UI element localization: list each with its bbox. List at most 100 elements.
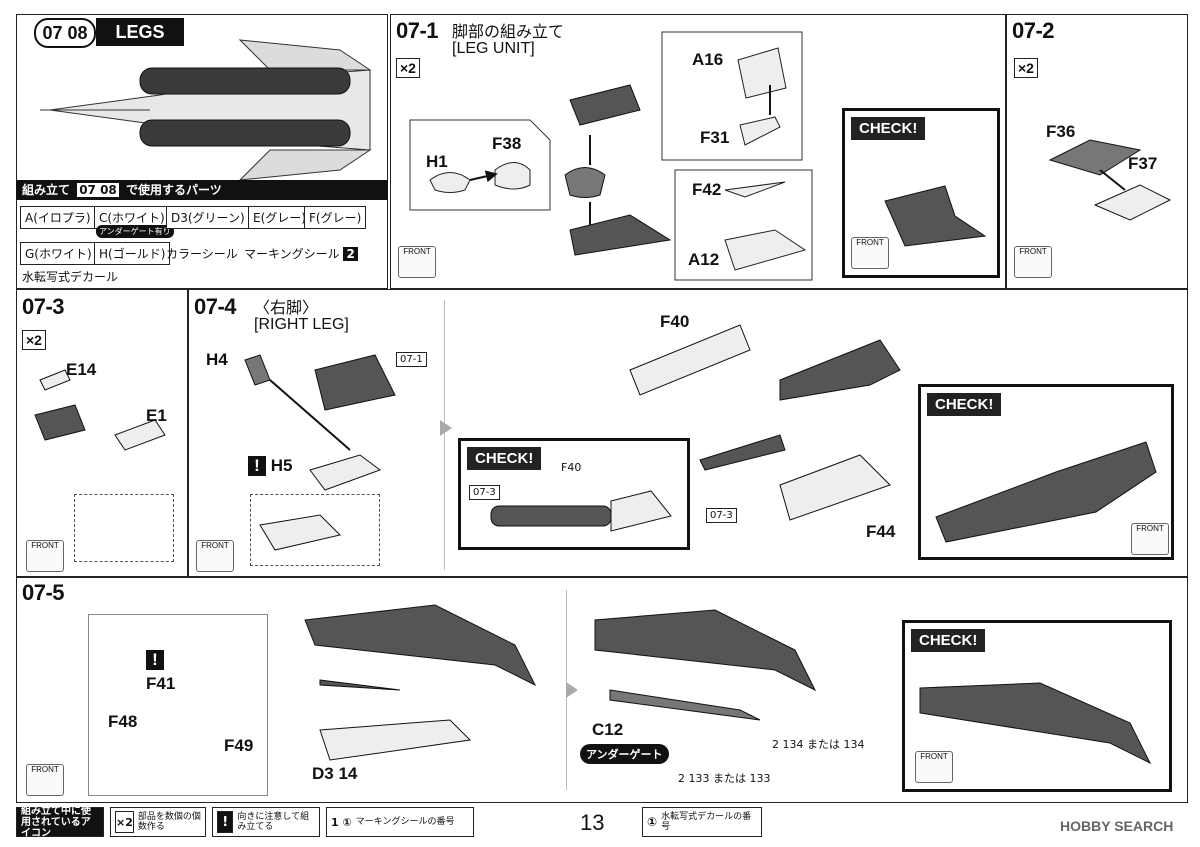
label-e14: E14 — [66, 360, 97, 379]
marking-seal-label: マーキングシール 2 — [244, 245, 358, 262]
front-label: FRONT — [920, 752, 948, 761]
x2-icon: ×2 — [115, 811, 134, 833]
label-f49: F49 — [224, 736, 254, 755]
front-indicator: FRONT — [1131, 523, 1169, 555]
label-f36: F36 — [1046, 122, 1076, 141]
label-a12: A12 — [688, 250, 720, 269]
step-07-5-assembly-diagram — [304, 604, 537, 761]
check-illustration — [935, 441, 1157, 543]
check-illustration — [919, 682, 1152, 765]
label-f38: F38 — [492, 134, 522, 153]
step-07-2-multiplier: ×2 — [1014, 58, 1038, 78]
detail-callout-07-3 — [74, 494, 174, 562]
detail-callout-07-4 — [250, 494, 380, 566]
label-e1: E1 — [146, 406, 167, 425]
check-ref-07-3: 07-3 — [469, 485, 500, 500]
front-indicator: FRONT — [26, 764, 64, 796]
check-box-07-4-detail: CHECK! F40 07-3 — [458, 438, 690, 550]
parts-caption-steps: 07 08 — [77, 183, 119, 197]
marking-seal-text: マーキングシール — [244, 247, 340, 261]
warning-icon: ! — [248, 456, 266, 476]
front-label: FRONT — [1136, 524, 1164, 533]
front-indicator: FRONT — [398, 246, 436, 278]
parts-caption-bar: 組み立て 07 08 で使用するパーツ — [16, 180, 388, 200]
warning-desc: 向きに注意して組み立てる — [237, 812, 310, 832]
label-f31: F31 — [700, 128, 730, 147]
watermark: HOBBY SEARCH — [1060, 818, 1174, 834]
step-07-3-multiplier: ×2 — [22, 330, 46, 350]
under-gate-badge: アンダーゲート — [580, 744, 669, 764]
footer-legend-decal: ① 水転写式デカールの番号 — [642, 807, 762, 837]
check-box-07-5: CHECK! FRONT — [902, 620, 1172, 792]
front-label: FRONT — [856, 238, 884, 247]
seal-note-133: 2 133 または 133 — [678, 772, 771, 785]
step-07-4-diagram — [244, 354, 396, 551]
section-title: LEGS — [96, 18, 184, 46]
x2-desc: 部品を数個の個数作る — [137, 812, 201, 832]
part-runner-g: G(ホワイト) — [20, 242, 97, 265]
step-07-4-title-jp: 〈右脚〉 — [254, 300, 319, 317]
seal-note-134: 2 134 または 134 — [772, 738, 865, 751]
step-07-5-number: 07-5 — [22, 580, 65, 605]
page-number: 13 — [580, 810, 605, 835]
front-indicator: FRONT — [196, 540, 234, 572]
front-indicator: FRONT — [1014, 246, 1052, 278]
arrow-right-icon — [440, 420, 452, 436]
warning-icon: ! — [217, 811, 234, 833]
ref-07-3: 07-3 — [706, 508, 737, 523]
label-h5-text: H5 — [270, 456, 293, 475]
step-07-1-multiplier: ×2 — [396, 58, 420, 78]
marking-desc: マーキングシールの番号 — [355, 817, 455, 827]
front-indicator: FRONT — [851, 237, 889, 269]
footer-icons-caption-text: 組み立て中に使用されているアイコン — [21, 805, 91, 839]
front-label: FRONT — [201, 541, 229, 550]
marking-icon: 1 ① — [331, 815, 352, 829]
part-runner-e: E(グレー) — [248, 206, 311, 229]
detail-callout-07-5 — [88, 614, 268, 796]
front-indicator: FRONT — [26, 540, 64, 572]
parts-caption-prefix: 組み立て — [22, 183, 71, 197]
decal-desc: 水転写式デカールの番号 — [661, 812, 752, 832]
color-seal-label: カラーシール — [166, 247, 238, 261]
label-h4: H4 — [206, 350, 228, 369]
step-07-2-number: 07-2 — [1012, 18, 1055, 43]
step-07-5-final-diagram — [594, 609, 817, 721]
label-c12: C12 — [592, 720, 624, 739]
marking-seal-number: 2 — [343, 247, 358, 261]
footer-legend-warning: ! 向きに注意して組み立てる — [212, 807, 320, 837]
check-title: CHECK! — [927, 393, 1002, 416]
check-ref-f40: F40 — [561, 461, 582, 474]
footer-legend-marking: 1 ① マーキングシールの番号 — [326, 807, 474, 837]
step-07-1-title-en: [LEG UNIT] — [452, 40, 535, 57]
under-gate-note: アンダーゲート有り — [96, 225, 174, 238]
step-07-3-diagram — [34, 369, 166, 451]
check-title: CHECK! — [467, 447, 542, 470]
check-illustration — [884, 185, 987, 247]
label-h5: ! H5 — [248, 456, 292, 476]
label-f44: F44 — [866, 522, 896, 541]
step-07-1-number: 07-1 — [396, 18, 439, 43]
warning-icon: ! — [146, 650, 164, 670]
check-box-07-1: CHECK! FRONT — [842, 108, 1000, 278]
front-label: FRONT — [1019, 247, 1047, 256]
step-07-4-number: 07-4 — [194, 294, 237, 319]
part-runner-a: A(イロプラ) — [20, 206, 96, 229]
check-title: CHECK! — [911, 629, 986, 652]
check-box-07-4: CHECK! FRONT — [918, 384, 1174, 560]
check-detail-illustration — [490, 490, 672, 532]
step-07-1-title-jp: 脚部の組み立て — [452, 24, 565, 41]
front-label: FRONT — [31, 765, 59, 774]
footer-legend-x2: ×2 部品を数個の個数作る — [110, 807, 206, 837]
label-f48: F48 — [108, 712, 138, 731]
label-f41-text: F41 — [146, 674, 176, 693]
ref-07-1: 07-1 — [396, 352, 427, 367]
label-d3-14: D3 14 — [312, 764, 358, 783]
decal-label: 水転写式デカール — [22, 270, 119, 284]
decal-icon: ① — [647, 815, 658, 829]
part-runner-d3: D3(グリーン) — [166, 206, 250, 229]
label-f42: F42 — [692, 180, 722, 199]
label-f40: F40 — [660, 312, 690, 331]
step-07-2-diagram — [1048, 139, 1172, 221]
step-badge: 07 08 — [34, 18, 96, 48]
check-title: CHECK! — [851, 117, 926, 140]
